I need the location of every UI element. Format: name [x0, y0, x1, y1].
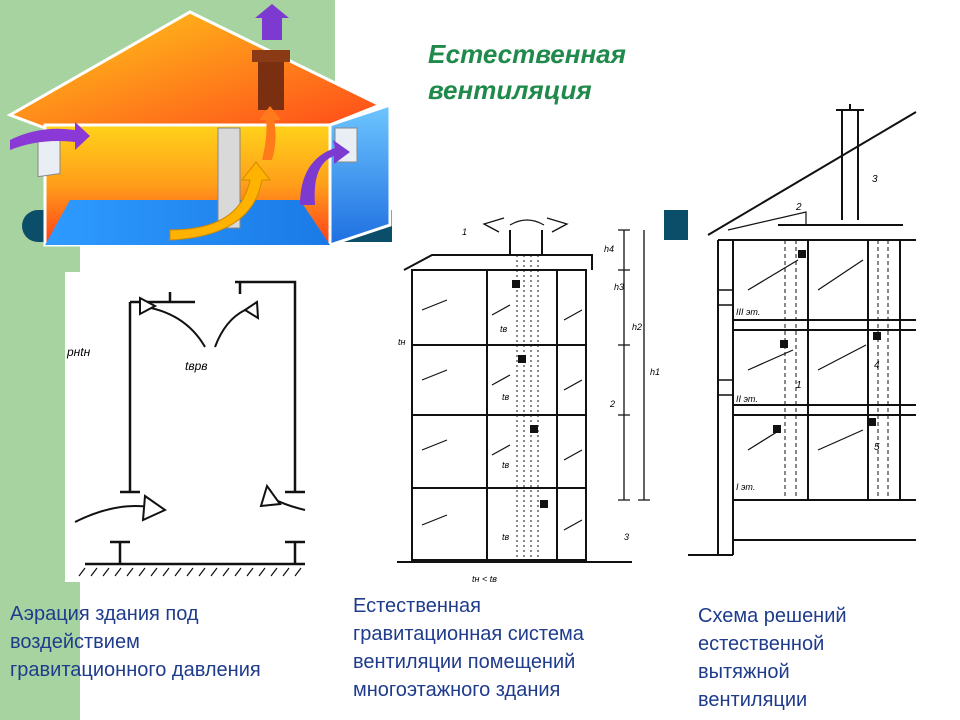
outside-pressure-label: pнtн — [66, 345, 91, 359]
exhaust-label-4: 4 — [874, 360, 880, 371]
caption-gravity-line-2: гравитационная система — [353, 623, 584, 645]
exhaust-label-2: 2 — [795, 202, 802, 213]
title-line-1: Естественная — [428, 39, 626, 69]
teal-accent-square — [664, 210, 688, 240]
floor-label-3: III эт. — [736, 307, 760, 317]
label-h1: h1 — [650, 367, 660, 377]
caption-exhaust-line-2: естественной — [698, 633, 825, 655]
label-h4: h4 — [604, 244, 614, 254]
floor-label-2: II эт. — [736, 394, 758, 404]
label-3: 3 — [624, 532, 629, 542]
label-tv-4: tв — [502, 532, 510, 542]
airflow-arrow-rising — [259, 106, 281, 160]
caption-gravity-line-1: Естественная — [353, 595, 481, 617]
aeration-diagram: pнtн tвpв — [66, 280, 306, 577]
exhaust-label-1: 1 — [796, 380, 802, 391]
label-condition: tн < tв — [472, 574, 497, 584]
label-1: 1 — [462, 227, 467, 237]
side-wall — [328, 102, 392, 248]
caption-exhaust-line-1: Схема решений — [698, 605, 847, 627]
airflow-arrow-up — [255, 4, 289, 40]
gravity-system-diagram-panel: h4 h3 h2 h1 1 2 3 tн tв tв tв tв tн < tв — [392, 210, 664, 588]
label-2: 2 — [609, 399, 615, 409]
label-tn: tн — [398, 337, 406, 347]
house-ventilation-illustration — [6, 4, 392, 248]
inside-pressure-label: tвpв — [185, 359, 208, 373]
caption-exhaust-line-3: вытяжной — [698, 661, 790, 683]
label-tv-1: tв — [500, 324, 508, 334]
page-title: Естественная вентиляция — [428, 36, 626, 108]
interior-door — [217, 127, 241, 229]
floor — [45, 200, 330, 245]
airflow-arrow-warm — [169, 161, 272, 241]
chimney-cap — [252, 50, 290, 62]
caption-gravity-system: Естественная гравитационная система вент… — [353, 592, 584, 704]
label-h2: h2 — [632, 322, 642, 332]
exhaust-scheme-diagram-panel: 2 3 1 4 5 III эт. II эт. I эт. — [688, 100, 918, 575]
caption-aeration: Аэрация здания под воздействием гравитац… — [10, 600, 261, 684]
airflow-arrow-in — [10, 122, 90, 150]
exhaust-label-5: 5 — [874, 442, 880, 453]
caption-aeration-line-2: воздействием — [10, 631, 140, 653]
exhaust-label-3: 3 — [872, 174, 878, 185]
caption-exhaust-scheme: Схема решений естественной вытяжной вент… — [698, 602, 847, 714]
airflow-arrow-exhaust — [300, 140, 350, 205]
caption-gravity-line-4: многоэтажного здания — [353, 679, 561, 701]
roof — [6, 10, 384, 130]
aeration-diagram-panel: pнtн tвpв — [65, 272, 310, 582]
caption-aeration-line-1: Аэрация здания под — [10, 603, 199, 625]
label-tv-3: tв — [502, 460, 510, 470]
title-line-2: вентиляция — [428, 75, 592, 105]
caption-aeration-line-3: гравитационного давления — [10, 659, 261, 681]
floor-label-1: I эт. — [736, 482, 755, 492]
caption-exhaust-line-4: вентиляции — [698, 689, 808, 711]
exhaust-scheme-diagram: 2 3 1 4 5 III эт. II эт. I эт. — [688, 104, 917, 556]
label-tv-2: tв — [502, 392, 510, 402]
gravity-system-diagram: h4 h3 h2 h1 1 2 3 tн tв tв tв tв tн < tв — [397, 217, 660, 584]
caption-gravity-line-3: вентиляции помещений — [353, 651, 576, 673]
label-h3: h3 — [614, 282, 624, 292]
